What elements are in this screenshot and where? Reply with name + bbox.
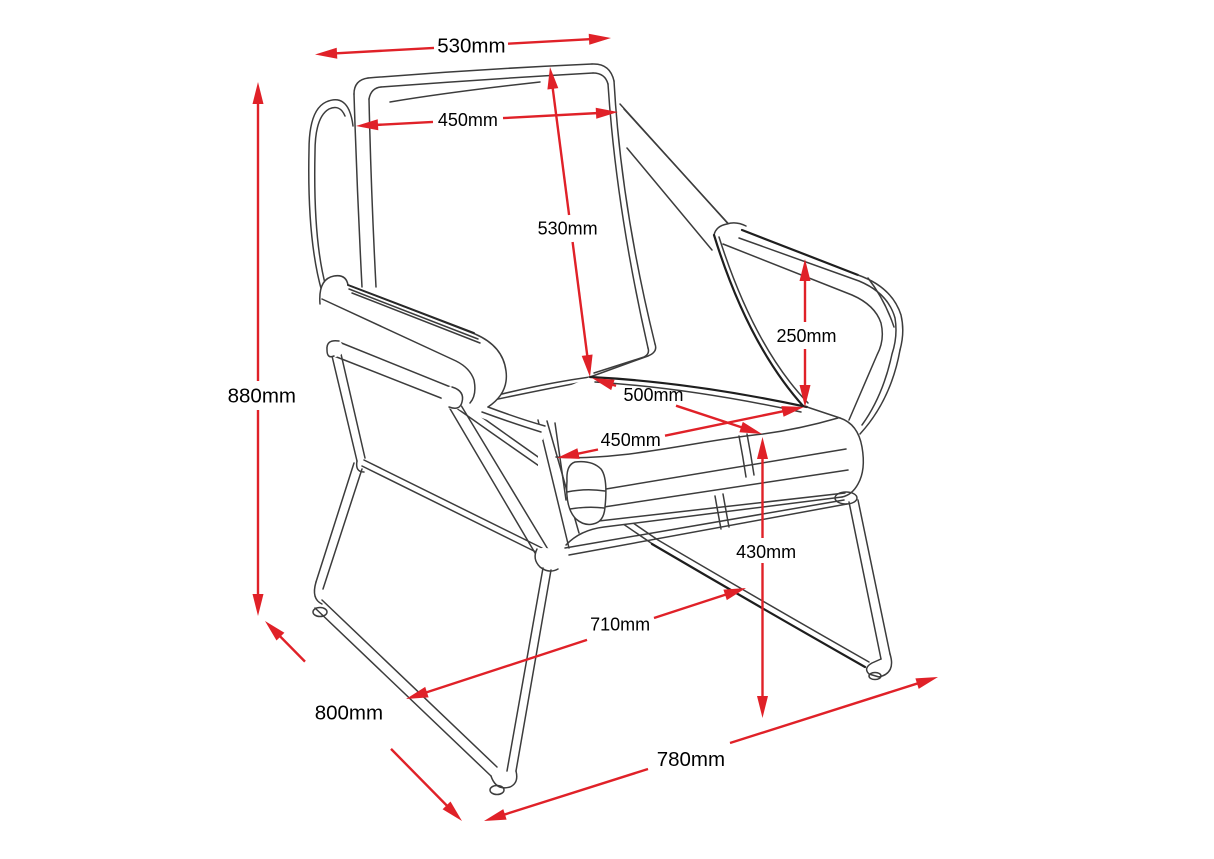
svg-text:500mm: 500mm (623, 385, 683, 405)
svg-text:780mm: 780mm (657, 748, 725, 771)
svg-text:530mm: 530mm (538, 219, 598, 239)
svg-text:710mm: 710mm (590, 614, 650, 634)
svg-text:880mm: 880mm (228, 385, 296, 408)
svg-text:450mm: 450mm (601, 430, 661, 450)
svg-text:450mm: 450mm (438, 110, 498, 130)
svg-text:530mm: 530mm (437, 34, 505, 57)
svg-text:800mm: 800mm (315, 702, 383, 725)
svg-text:250mm: 250mm (776, 326, 836, 346)
svg-text:430mm: 430mm (736, 542, 796, 562)
